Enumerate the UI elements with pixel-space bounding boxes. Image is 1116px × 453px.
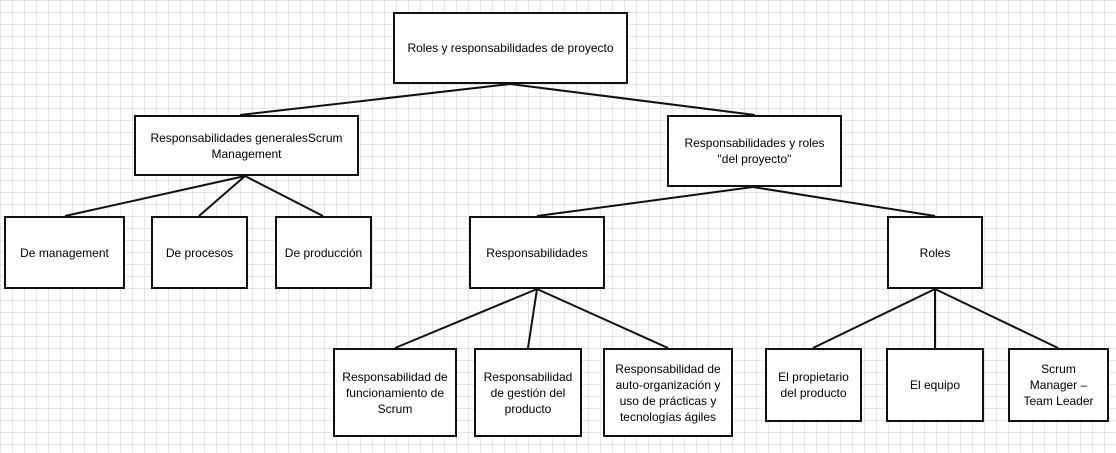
- link-root-general: [239, 83, 511, 116]
- node-roles: Roles: [887, 216, 983, 289]
- node-team: El equipo: [886, 348, 984, 422]
- link-resp-management: [527, 288, 538, 349]
- link-general-processes: [198, 175, 246, 217]
- node-product-owner: El propietario del producto: [765, 348, 862, 422]
- link-general-management: [64, 175, 246, 217]
- link-resp-operation: [394, 288, 538, 349]
- node-root: Roles y responsabilidades de proyecto: [393, 12, 628, 84]
- link-project-roles: [752, 186, 936, 217]
- node-general-responsibilities: Responsabilidades generalesScrum Managem…: [134, 115, 359, 176]
- link-roles-owner: [812, 288, 936, 349]
- node-management: De management: [4, 216, 125, 289]
- node-production: De producción: [275, 216, 372, 289]
- node-responsibilities: Responsabilidades: [469, 216, 605, 289]
- link-general-production: [244, 175, 324, 217]
- link-resp-selforg: [536, 288, 669, 349]
- node-scrum-manager: Scrum Manager – Team Leader: [1008, 348, 1109, 422]
- node-self-organization: Responsabilidad de auto-organización y u…: [603, 348, 733, 437]
- node-product-management: Responsabilidad de gestión del producto: [474, 348, 582, 437]
- node-project-responsibilities-roles: Responsabilidades y roles "del proyecto": [667, 115, 842, 187]
- node-scrum-operation: Responsabilidad de funcionamiento de Scr…: [333, 348, 457, 437]
- link-roles-scrum-manager: [934, 288, 1059, 349]
- link-project-responsibilities: [536, 186, 754, 217]
- link-root-project: [509, 83, 756, 116]
- node-processes: De procesos: [151, 216, 248, 289]
